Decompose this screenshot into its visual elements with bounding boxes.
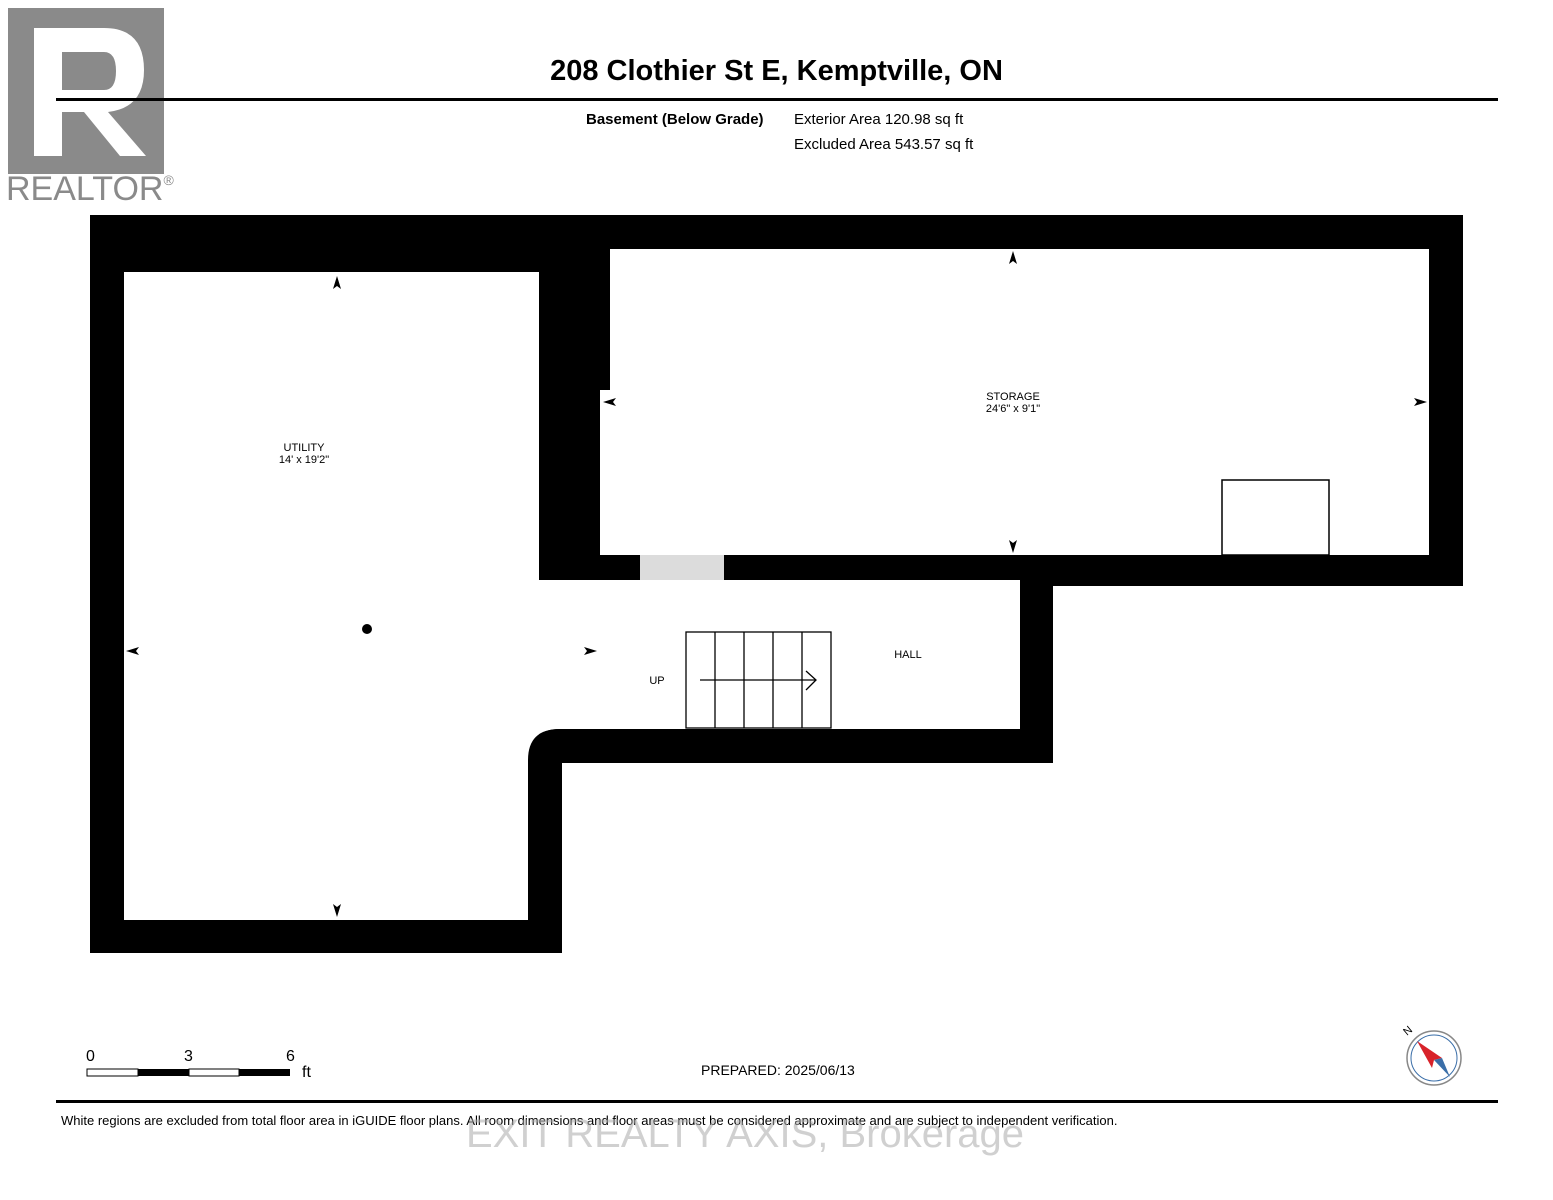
utility-dims: 14' x 19'2" <box>279 454 329 466</box>
scale-tick-6: 6 <box>286 1048 295 1065</box>
scale-tick-3: 3 <box>184 1048 193 1065</box>
storage-dims: 24'6" x 9'1" <box>986 403 1040 415</box>
scale-unit: ft <box>302 1064 311 1081</box>
property-address-title: 208 Clothier St E, Kemptville, ON <box>550 55 1003 87</box>
prepared-date: PREPARED: 2025/06/13 <box>701 1062 855 1078</box>
excluded-area: Excluded Area 543.57 sq ft <box>794 136 974 153</box>
storage-closet <box>1221 479 1330 556</box>
dimension-markers <box>126 251 1427 917</box>
stairs-up-label: UP <box>649 675 664 687</box>
storage-label: STORAGE <box>986 391 1040 403</box>
utility-label: UTILITY <box>284 442 326 454</box>
realtor-wordmark: REALTOR® <box>6 170 174 208</box>
header-divider <box>56 98 1498 101</box>
floor-label: Basement (Below Grade) <box>586 111 764 128</box>
brokerage-watermark: EXIT REALTY AXIS, Brokerage <box>466 1112 1025 1156</box>
footer-divider <box>56 1100 1498 1103</box>
compass-north-label: N <box>1401 1024 1415 1038</box>
stairs <box>685 631 832 729</box>
hall-label: HALL <box>894 649 922 661</box>
storage-door <box>640 555 724 580</box>
realtor-logo <box>8 8 164 174</box>
scale-bar <box>86 1068 290 1077</box>
disclaimer-text: White regions are excluded from total fl… <box>61 1113 1118 1128</box>
compass-icon: N <box>1401 1024 1462 1086</box>
scale-tick-0: 0 <box>86 1048 95 1065</box>
exterior-area: Exterior Area 120.98 sq ft <box>794 111 964 128</box>
